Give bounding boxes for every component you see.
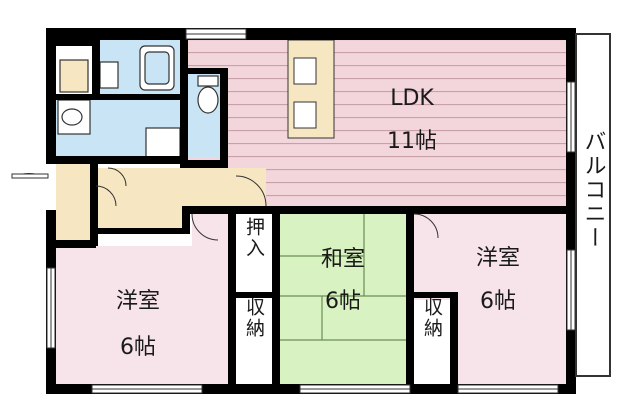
entry-floor xyxy=(56,162,96,244)
yoshitsu-left-name: 洋室 xyxy=(116,289,160,314)
washer-space xyxy=(145,127,181,159)
balcony-floor xyxy=(576,34,610,376)
yoshitsu-right-size: 6帖 xyxy=(480,289,516,314)
yoshitsu-left-size: 6帖 xyxy=(120,335,156,360)
washitsu-size: 6帖 xyxy=(325,289,361,314)
tatami-floor xyxy=(280,214,406,384)
bath-vanity xyxy=(99,61,119,89)
balcony-outline xyxy=(575,33,611,377)
kitchen-sink xyxy=(293,57,317,85)
shoe-closet xyxy=(59,59,89,93)
left-bedroom-floor-upper xyxy=(192,214,228,248)
kitchen-stove xyxy=(293,101,317,129)
shuno-right-space xyxy=(414,300,450,384)
ldk-name: LDK xyxy=(390,86,434,111)
shuno-right-label: 収納 xyxy=(421,297,443,339)
shuno-left-label: 収納 xyxy=(243,297,265,339)
washitsu-name: 和室 xyxy=(321,247,365,272)
tatami-lines xyxy=(280,214,406,341)
floor-fills xyxy=(56,34,610,384)
doors xyxy=(11,167,439,241)
oshiire-label: 押入 xyxy=(243,217,265,259)
fixtures xyxy=(57,45,219,159)
oshiire-space xyxy=(236,216,272,292)
ldk-size: 11帖 xyxy=(387,129,437,154)
left-bedroom-floor xyxy=(56,246,228,384)
shuno-left-space xyxy=(236,300,272,384)
hallway-floor xyxy=(96,168,188,230)
balcony-label: バルコニー xyxy=(581,130,606,250)
toilet-bowl xyxy=(197,86,219,114)
ldk-floor-lower xyxy=(265,150,569,210)
yoshitsu-right-name: 洋室 xyxy=(476,246,520,271)
